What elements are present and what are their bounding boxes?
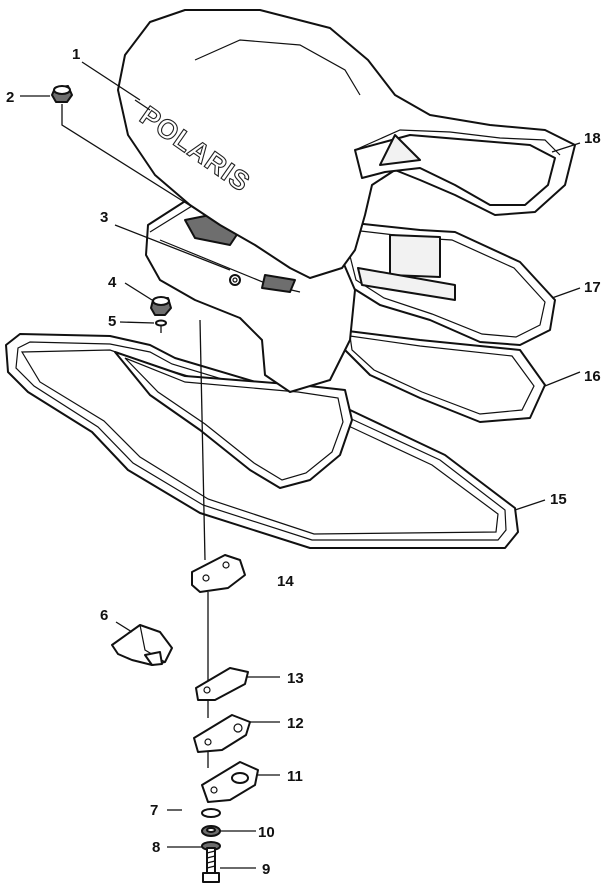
callout-8: 8 [152, 839, 160, 856]
part-4-nut [150, 296, 172, 316]
callout-7: 7 [150, 802, 158, 819]
part-6-latch [111, 624, 173, 666]
part-5-screw [155, 319, 167, 333]
callout-14: 14 [277, 573, 294, 590]
callout-15: 15 [550, 491, 567, 508]
callout-10: 10 [258, 824, 275, 841]
callout-4: 4 [108, 274, 117, 291]
callout-5: 5 [108, 313, 116, 330]
part-17-upper-seal [339, 221, 556, 346]
callout-17: 17 [584, 279, 601, 296]
part-9-bolt [202, 847, 220, 883]
callout-2: 2 [6, 89, 14, 106]
callout-18: 18 [584, 130, 601, 147]
callout-1: 1 [72, 46, 80, 63]
part-2-nut [51, 85, 206, 216]
part-14-bracket [191, 554, 246, 593]
leader-lines [20, 61, 581, 869]
callout-6: 6 [100, 607, 108, 624]
callout-11: 11 [287, 768, 303, 785]
callout-12: 12 [287, 715, 304, 732]
callout-9: 9 [262, 861, 270, 878]
callout-13: 13 [287, 670, 304, 687]
part-12-plate [193, 714, 251, 753]
part-1-seat-cover: POLARIS [117, 9, 576, 279]
callout-3: 3 [100, 209, 108, 226]
part-13-clip [195, 667, 249, 701]
callout-labels: 1 2 3 4 5 6 7 8 9 10 11 12 13 14 15 16 1… [6, 46, 601, 878]
part-7-washer [201, 808, 221, 818]
callout-16: 16 [584, 368, 601, 385]
part-10-lock-washer [201, 825, 221, 837]
part-11-plate [201, 761, 259, 803]
